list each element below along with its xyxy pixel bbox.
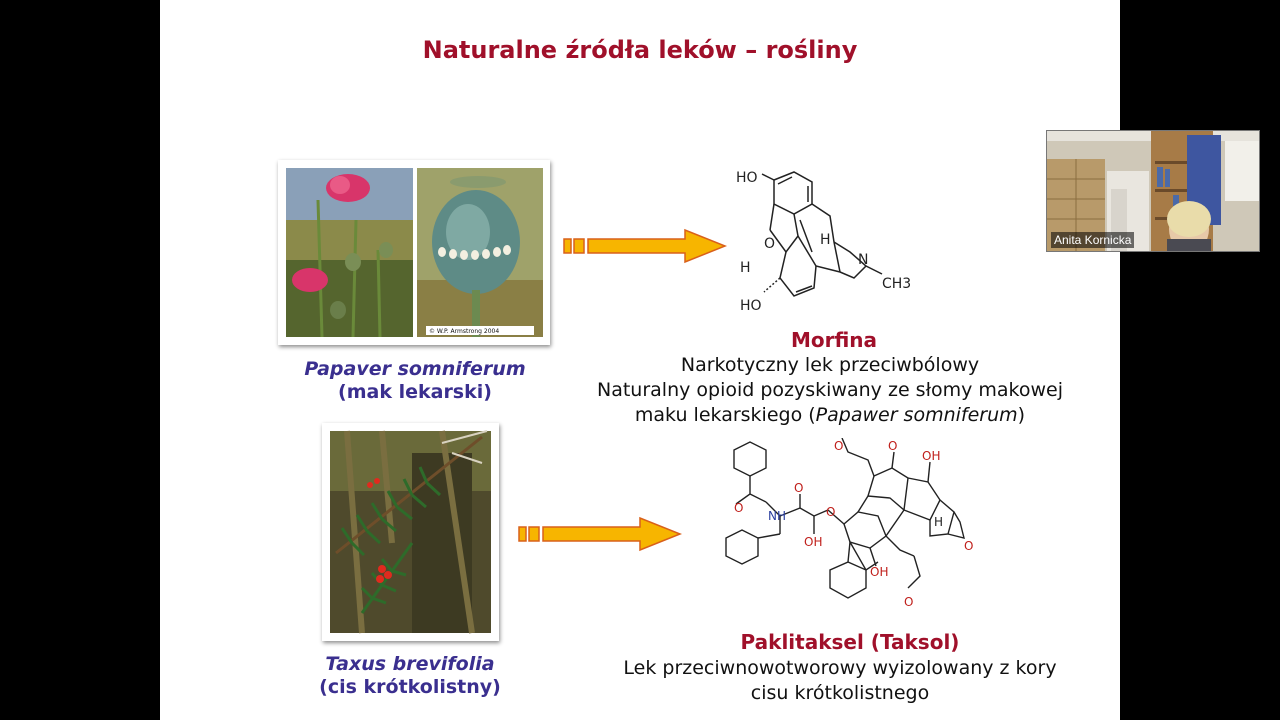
morphine-desc-line3: maku lekarskiego (Papawer somniferum) — [570, 403, 1090, 428]
morphine-label-ch3: CH3 — [882, 276, 911, 292]
morphine-desc-line3-italic: Papawer somniferum — [815, 404, 1018, 426]
morphine-desc-line1: Narkotyczny lek przeciwbólowy — [680, 354, 980, 376]
morphine-desc-line3-post: ) — [1017, 404, 1026, 426]
paclitaxel-desc-line2: cisu krótkolistnego — [750, 682, 930, 704]
paclitaxel-label-o7: O — [904, 595, 913, 609]
paclitaxel-label-o4: O — [834, 439, 843, 453]
morphine-label-h-left: H — [740, 260, 751, 276]
poppy-latin-name: Papaver somniferum — [304, 358, 526, 380]
paclitaxel-description: Lek przeciwnowotworowy wyizolowany z kor… — [600, 656, 1080, 706]
paclitaxel-name: Paklitaksel (Taksol) — [740, 630, 960, 654]
poppy-photo-image: © W.P. Armstrong 2004 — [286, 168, 543, 338]
participant-video-tile[interactable]: Anita Kornicka — [1046, 130, 1260, 252]
paclitaxel-label-oh3: OH — [870, 565, 888, 579]
yew-photo-image — [330, 430, 491, 634]
paclitaxel-label-o5: O — [888, 439, 897, 453]
yew-latin-name: Taxus brevifolia — [325, 653, 495, 675]
morphine-desc-line2: Naturalny opioid pozyskiwany ze słomy ma… — [597, 379, 1063, 401]
paclitaxel-label-nh: NH — [768, 509, 786, 523]
paclitaxel-label-oh2: OH — [922, 449, 940, 463]
photo-watermark: © W.P. Armstrong 2004 — [429, 328, 499, 335]
paclitaxel-desc-line1: Lek przeciwnowotworowy wyizolowany z kor… — [623, 657, 1057, 679]
participant-name-label: Anita Kornicka — [1051, 232, 1135, 248]
paclitaxel-label-o3: O — [826, 505, 835, 519]
yew-species-label: Taxus brevifolia (cis krótkolistny) — [280, 653, 540, 699]
participant-video-feed — [1047, 131, 1259, 251]
poppy-photo: © W.P. Armstrong 2004 — [278, 160, 550, 345]
arrow-to-paclitaxel — [518, 516, 683, 552]
paclitaxel-structure: O NH O O OH O O OH H O OH O — [725, 438, 973, 609]
morphine-structure: HO O H H N CH3 HO — [736, 170, 911, 314]
morphine-label-n: N — [858, 252, 868, 268]
paclitaxel-label-h: H — [934, 515, 943, 529]
poppy-common-name: (mak lekarski) — [338, 381, 492, 403]
morphine-desc-line3-pre: maku lekarskiego ( — [634, 404, 816, 426]
morphine-name: Morfina — [790, 328, 878, 352]
morphine-label-o: O — [764, 236, 775, 252]
morphine-label-h-top: H — [820, 232, 831, 248]
paclitaxel-label-o2: O — [794, 481, 803, 495]
paclitaxel-label-o1: O — [734, 501, 743, 515]
slide-title: Naturalne źródła leków – rośliny — [422, 36, 858, 64]
yew-common-name: (cis krótkolistny) — [319, 676, 501, 698]
poppy-species-label: Papaver somniferum (mak lekarski) — [280, 358, 550, 404]
paclitaxel-label-oh1: OH — [804, 535, 822, 549]
presentation-slide: Naturalne źródła leków – rośliny — [160, 0, 1120, 720]
morphine-description: Narkotyczny lek przeciwbólowy Naturalny … — [570, 353, 1090, 428]
morphine-label-ho-top: HO — [736, 170, 758, 186]
morphine-label-ho-bottom: HO — [740, 298, 762, 314]
arrow-to-morphine — [563, 228, 728, 264]
yew-photo — [322, 423, 499, 641]
paclitaxel-label-o6: O — [964, 539, 973, 553]
